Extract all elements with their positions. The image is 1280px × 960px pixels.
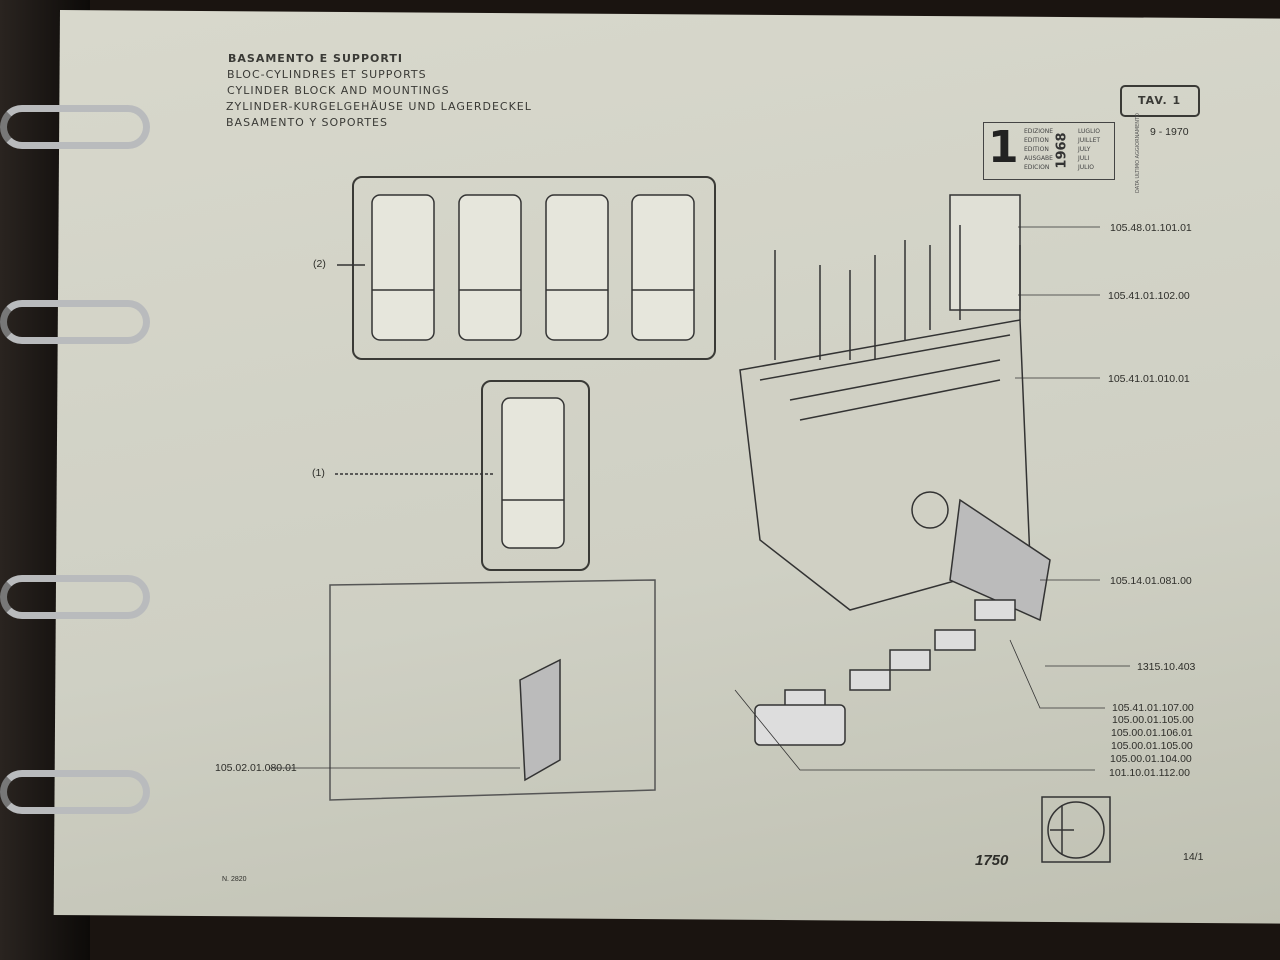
title-it: BASAMENTO E SUPPORTI [228, 52, 403, 65]
part-number: 105.41.01.107.00 [1112, 702, 1194, 714]
binder-ring [0, 575, 150, 619]
part-number: 105.00.01.104.00 [1110, 753, 1192, 765]
callout-2: (2) [313, 258, 326, 270]
edition-number: 1 [988, 122, 1019, 173]
part-number: 105.00.01.106.01 [1111, 727, 1193, 739]
pistons-set-box [352, 176, 716, 360]
part-number: 105.41.01.010.01 [1108, 373, 1190, 385]
part-number: 105.02.01.080.01 [215, 762, 297, 774]
footer-code: N. 2820 [222, 876, 247, 883]
binder-ring [0, 105, 150, 149]
part-number: 1315.10.403 [1137, 661, 1196, 673]
bearing-caps [754, 599, 1016, 746]
leader-lines [734, 226, 1130, 771]
part-number: 105.41.01.102.00 [1108, 290, 1190, 302]
callout-1: (1) [312, 467, 325, 479]
part-number: 105.00.01.105.00 [1111, 740, 1193, 752]
alfa-romeo-logo [1041, 796, 1111, 863]
title-de: ZYLINDER-KURGELGEHÄUSE UND LAGERDECKEL [226, 100, 532, 113]
part-number: 101.10.01.112.00 [1109, 767, 1190, 779]
update-date: 9 - 1970 [1150, 126, 1189, 138]
title-fr: BLOC-CYLINDRES ET SUPPORTS [227, 68, 427, 81]
part-number: 105.14.01.081.00 [1110, 575, 1192, 587]
part-number: 105.00.01.105.00 [1112, 714, 1194, 726]
binder-ring [0, 770, 150, 814]
piston-single-box [481, 380, 590, 571]
binder-ring [0, 300, 150, 344]
model-logo: 1750 [975, 852, 1009, 869]
cylinder-block [739, 194, 1051, 622]
part-number: 105.48.01.101.01 [1110, 222, 1192, 234]
cylinder-liners [371, 194, 695, 549]
title-en: CYLINDER BLOCK AND MOUNTINGS [227, 84, 450, 97]
page-number: 14/1 [1183, 851, 1204, 863]
table-number-box: TAV. 1 [1120, 85, 1200, 117]
title-es: BASAMENTO Y SOPORTES [226, 116, 388, 129]
lower-block-detail [329, 579, 656, 801]
